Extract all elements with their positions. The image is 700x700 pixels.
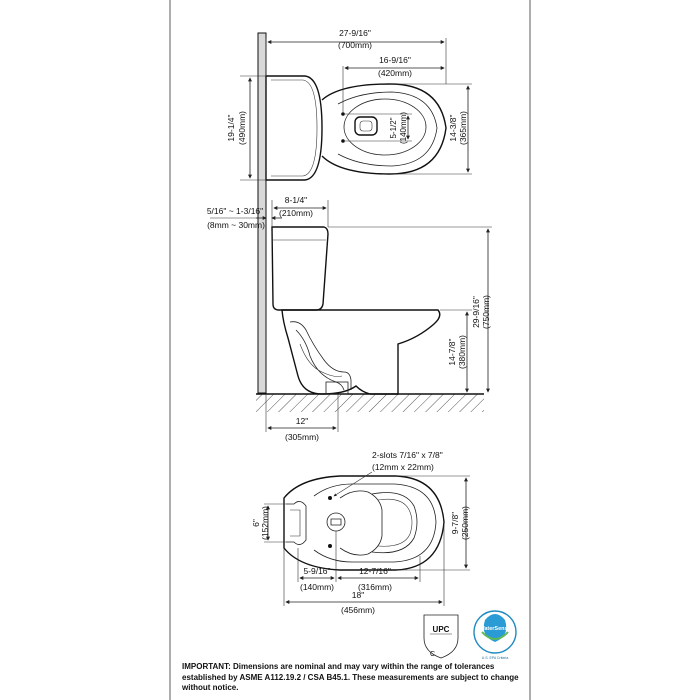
base-length-mm: (456mm) [341,605,375,615]
upc-text: UPC [433,625,450,634]
tank-height-mm: (490mm) [237,111,247,145]
base-inner-rim [313,483,437,563]
notice-body: Dimensions are nominal and may vary with… [182,662,519,692]
flange [325,381,349,395]
outlet-square [354,116,378,136]
upc-c: C [430,651,435,658]
slot-spacing-mm: (316mm) [358,582,392,592]
tank-side-outline [271,226,329,311]
slot-1 [328,496,332,500]
left-height-label: 6" [251,519,261,527]
base-width-label: 9-7/8" [450,512,460,534]
rim-height-mm: (380mm) [457,335,467,369]
tank-height-label: 19-1/4" [226,114,236,141]
slots-mm: (12mm x 22mm) [372,462,434,472]
overall-height-label: 29-9/16" [471,296,481,328]
watersense-sub: U.S. EPA Criteria [482,656,509,660]
base-outline [283,475,445,571]
tank-top-outline [265,75,323,181]
bowl-width-mm: (365mm) [458,111,468,145]
bowl-length-label: 16-9/16" [379,55,411,65]
seat-hole-2 [341,139,345,143]
slots-label: 2-slots 7/16" x 7/8" [372,450,443,460]
rim-height-label: 14-7/8" [447,338,457,365]
wall-gap-mm: (8mm ~ 30mm) [207,220,265,230]
base-length-label: 18" [352,590,364,600]
left-offset-label: 5-9/16" [303,566,330,576]
tank-depth-label: 8-1/4" [285,195,307,205]
top-view: 27-9/16" (700mm) 16-9/16" (420mm) 19-1/4… [226,28,472,181]
overall-height-mm: (750mm) [481,295,491,329]
wall [257,32,267,394]
seat-spacing-mm: (140mm) [399,112,408,144]
bowl-side-outline [281,309,441,395]
base-width-mm: (250mm) [460,506,470,540]
overall-length-mm: (700mm) [338,40,372,50]
watersense-badge: WaterSense U.S. EPA Criteria [473,610,517,660]
left-height-mm: (152mm) [260,506,270,540]
seat-spacing-label: 5-1/2" [389,117,398,138]
important-notice: IMPORTANT: Dimensions are nominal and ma… [182,662,522,694]
side-view: 8-1/4" (210mm) 5/16" ~ 1-3/16" (8mm ~ 30… [207,195,492,442]
rough-in-label: 12" [296,416,308,426]
overall-length-label: 27-9/16" [339,28,371,38]
seat-hole-1 [341,112,345,116]
bowl-length-mm: (420mm) [378,68,412,78]
floor-hatch [256,394,484,412]
left-offset-mm: (140mm) [300,582,334,592]
bowl-top-outline [321,83,447,175]
outlet-center [326,512,346,532]
tank-depth-mm: (210mm) [279,208,313,218]
bowl-width-label: 14-3/8" [448,114,458,141]
rough-in-mm: (305mm) [285,432,319,442]
base-view: 2-slots 7/16" x 7/8" (12mm x 22mm) 6" (1… [251,450,470,615]
wall-gap-label: 5/16" ~ 1-3/16" [207,206,263,216]
trapway [289,321,352,391]
watersense-text: WaterSense [479,626,510,632]
slot-2 [328,544,332,548]
upc-badge: UPC C [423,614,459,659]
notice-lead: IMPORTANT: [182,662,231,671]
upc-shield-icon [423,614,459,659]
trapway-bottom [339,490,383,556]
slot-spacing-label: 12-7/16" [359,566,391,576]
bowl-opening [343,98,427,156]
